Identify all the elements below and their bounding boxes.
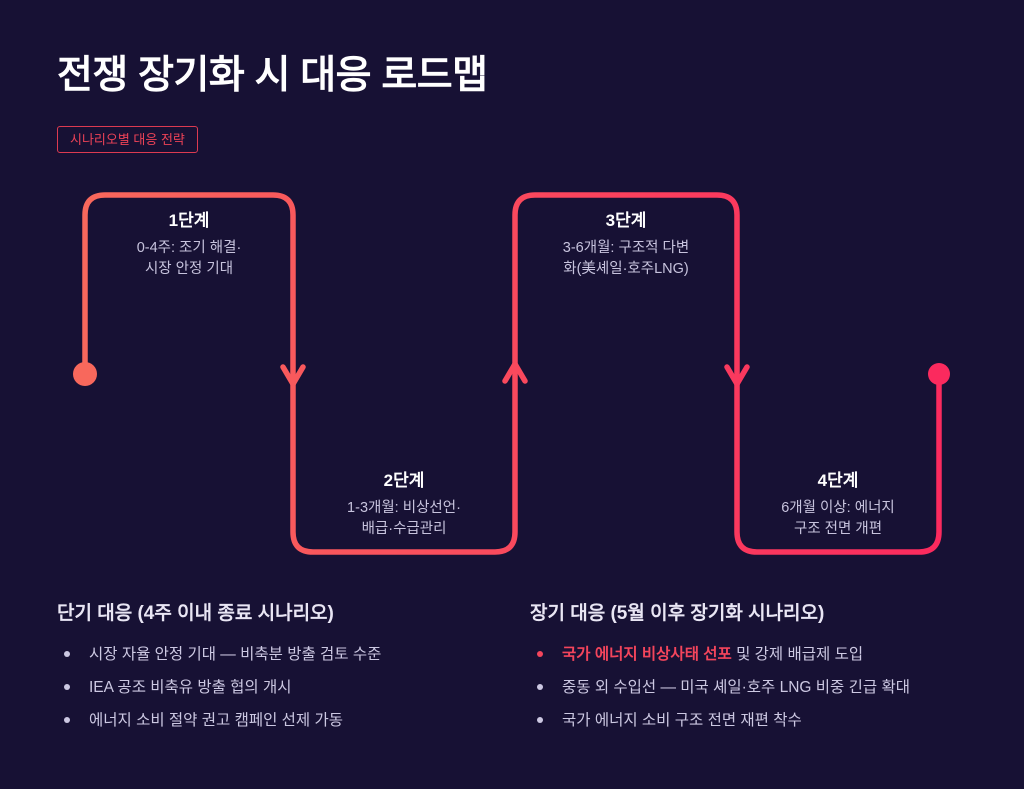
stage-1: 1단계 0-4주: 조기 해결· 시장 안정 기대 — [84, 206, 294, 280]
list-item-text: 국가 에너지 비상사태 선포 및 강제 배급제 도입 — [562, 646, 864, 663]
short-term-list: 시장 자율 안정 기대 — 비축분 방출 검토 수준 IEA 공조 비축유 방출… — [57, 645, 497, 730]
scenario-badge: 시나리오별 대응 전략 — [57, 126, 198, 153]
list-item: 중동 외 수입선 — 미국 셰일·호주 LNG 비중 긴급 확대 — [530, 678, 990, 697]
arrow-down-icon — [724, 364, 750, 387]
stage-3-desc: 3-6개월: 구조적 다변 화(美셰일·호주LNG) — [562, 240, 690, 277]
roadmap-path — [82, 192, 942, 555]
stage-2-title: 2단계 — [383, 471, 425, 490]
long-term-heading: 장기 대응 (5월 이후 장기화 시나리오) — [530, 603, 825, 624]
bullet-icon — [537, 717, 543, 723]
stage-3-title: 3단계 — [605, 211, 647, 230]
end-dot-icon — [928, 363, 950, 385]
page-title: 전쟁 장기화 시 대응 로드맵 — [57, 54, 488, 97]
bullet-icon — [537, 684, 543, 690]
short-term-heading: 단기 대응 (4주 이내 종료 시나리오) — [57, 603, 334, 624]
stage-4-title: 4단계 — [817, 471, 859, 490]
stage-4: 4단계 6개월 이상: 에너지 구조 전면 개편 — [733, 466, 943, 540]
stage-2-desc: 1-3개월: 비상선언· 배급·수급관리 — [347, 500, 461, 537]
list-item-text: 국가 에너지 소비 구조 전면 재편 착수 — [562, 712, 802, 729]
stage-2: 2단계 1-3개월: 비상선언· 배급·수급관리 — [299, 466, 509, 540]
list-item: 에너지 소비 절약 권고 캠페인 선제 가동 — [57, 711, 497, 730]
list-item: 국가 에너지 비상사태 선포 및 강제 배급제 도입 — [530, 645, 990, 664]
bullet-icon — [64, 717, 70, 723]
stage-4-desc: 6개월 이상: 에너지 구조 전면 개편 — [781, 500, 895, 537]
stage-3: 3단계 3-6개월: 구조적 다변 화(美셰일·호주LNG) — [521, 206, 731, 280]
list-item-text: 중동 외 수입선 — 미국 셰일·호주 LNG 비중 긴급 확대 — [562, 679, 910, 696]
bullet-icon — [537, 651, 543, 657]
start-dot-icon — [73, 362, 97, 386]
long-term-section: 장기 대응 (5월 이후 장기화 시나리오) 국가 에너지 비상사태 선포 및 … — [530, 598, 990, 744]
list-item: IEA 공조 비축유 방출 협의 개시 — [57, 678, 497, 697]
stage-1-title: 1단계 — [168, 211, 210, 230]
bullet-icon — [64, 684, 70, 690]
list-item: 국가 에너지 소비 구조 전면 재편 착수 — [530, 711, 990, 730]
bullet-icon — [64, 651, 70, 657]
short-term-section: 단기 대응 (4주 이내 종료 시나리오) 시장 자율 안정 기대 — 비축분 … — [57, 598, 497, 744]
arrow-up-icon — [502, 361, 528, 384]
stage-1-desc: 0-4주: 조기 해결· 시장 안정 기대 — [136, 240, 242, 277]
list-item: 시장 자율 안정 기대 — 비축분 방출 검토 수준 — [57, 645, 497, 664]
arrow-down-icon — [280, 364, 306, 387]
long-term-list: 국가 에너지 비상사태 선포 및 강제 배급제 도입 중동 외 수입선 — 미국… — [530, 645, 990, 730]
